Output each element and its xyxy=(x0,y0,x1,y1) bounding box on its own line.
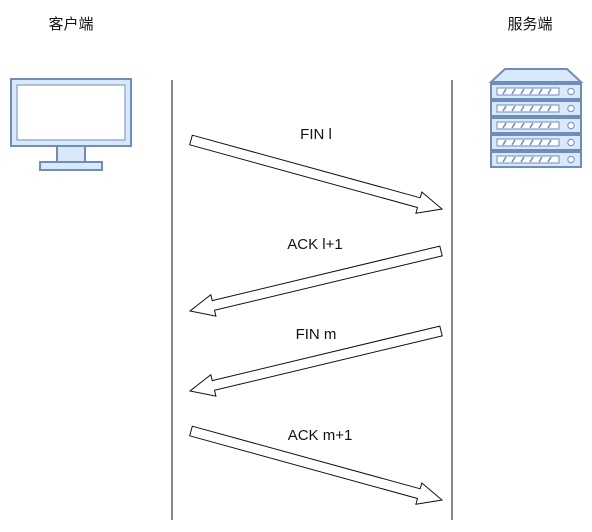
client-title: 客户端 xyxy=(48,16,94,33)
arrow-ack-l-plus-1 xyxy=(188,245,443,317)
message-label-fin-l: FIN l xyxy=(300,126,332,143)
monitor-icon xyxy=(10,78,132,171)
server-title: 服务端 xyxy=(507,16,553,33)
arrow-fin-l xyxy=(189,134,444,214)
message-arrows xyxy=(188,134,444,505)
arrow-fin-m xyxy=(188,325,443,397)
message-label-fin-m: FIN m xyxy=(295,326,337,343)
message-label-ack-l-plus-1: ACK l+1 xyxy=(287,236,343,253)
message-label-ack-m-plus-1: ACK m+1 xyxy=(287,427,353,444)
server-rack-icon xyxy=(488,68,584,168)
arrow-ack-m-plus-1 xyxy=(189,425,444,505)
